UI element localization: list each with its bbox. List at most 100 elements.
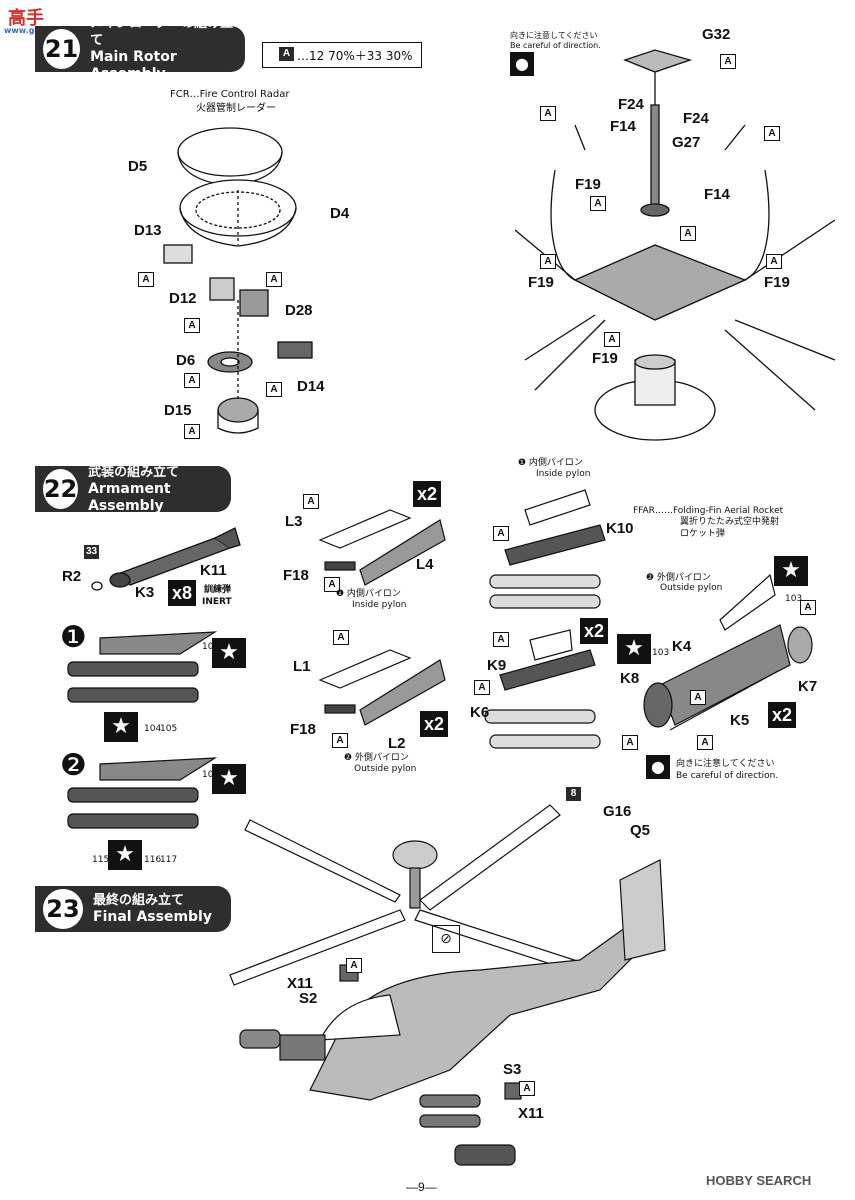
paint-tag-a: A: [519, 1081, 535, 1096]
ffar-note-jp1: 翼折りたたみ式空中発射: [680, 517, 780, 527]
part-g27: G27: [672, 134, 701, 151]
paint-tag-a: A: [266, 382, 282, 397]
part-x11-bottom: X11: [518, 1105, 544, 1122]
part-k10: K10: [606, 520, 634, 537]
paint-tag-a: A: [493, 632, 509, 647]
paint-tag-a: A: [474, 680, 490, 695]
part-d4: D4: [330, 205, 350, 222]
direction-note-en-pod: Be careful of direction.: [676, 771, 779, 781]
ffar-note-jp2: ロケット弾: [680, 529, 726, 539]
decal-103-a: 103: [785, 594, 803, 604]
paint-tag-a: A: [590, 196, 606, 211]
part-f24-right: F24: [683, 110, 709, 127]
step-21-number: 21: [41, 27, 83, 71]
part-r2: R2: [62, 568, 82, 585]
multiplier-x2: x2: [768, 702, 797, 728]
color-tag-a: A: [279, 47, 294, 61]
step-21-title-jp: メインローターの組み立て: [90, 16, 234, 48]
inside-pylon-en: Inside pylon: [352, 600, 407, 610]
outside-pylon-jp: ❷ 外側パイロン: [344, 753, 409, 763]
paint-tag-a: A: [184, 373, 200, 388]
part-d12: D12: [169, 290, 197, 307]
fcr-note-jp: 火器管制レーダー: [196, 103, 276, 114]
decal-117: 117: [160, 855, 178, 865]
inert-count: x8: [168, 580, 197, 606]
step-23-header: 23 最終の組み立て Final Assembly: [35, 886, 231, 932]
part-g32: G32: [702, 26, 731, 43]
paint-tag-a: A: [184, 424, 200, 439]
inside-pylon-jp: ❶ 内側パイロン: [336, 589, 401, 599]
part-k5: K5: [730, 712, 750, 729]
paint-tag-a: A: [493, 526, 509, 541]
missile-drawing: [91, 527, 241, 591]
step-22-number: 22: [41, 467, 81, 511]
caution-icon: ●: [646, 755, 670, 779]
no-glue-icon: ⊘: [432, 925, 460, 953]
paint-tag-a: A: [766, 254, 782, 269]
step-21-title-en: Main Rotor Assembly: [90, 49, 177, 82]
multiplier-x2: x2: [413, 481, 442, 507]
inert-en: INERT: [202, 597, 232, 607]
hellfire-assembly-drawing: [484, 489, 606, 749]
step-23-title-jp: 最終の組み立て: [93, 893, 185, 908]
part-d15: D15: [164, 402, 192, 419]
paint-tag-a: A: [604, 332, 620, 347]
paint-tag-a: A: [622, 735, 638, 750]
helicopter-drawing: [229, 804, 666, 1166]
part-q5: Q5: [630, 822, 651, 839]
paint-tag-a: A: [764, 126, 780, 141]
star-icon: ★: [212, 764, 246, 794]
part-d6: D6: [176, 352, 196, 369]
color-mix-box: A …12 70%＋33 30%: [262, 42, 422, 68]
part-l3: L3: [285, 513, 303, 530]
decal-103-b: 103: [652, 648, 670, 658]
decal-116: 116: [144, 855, 162, 865]
part-s3: S3: [503, 1061, 522, 1078]
variant-1-marker: ❶: [60, 620, 87, 655]
part-k4: K4: [672, 638, 692, 655]
hellfire-rack-1-drawing: [67, 631, 218, 703]
part-g16: G16: [603, 803, 632, 820]
step-22-header: 22 武装の組み立て Armament Assembly: [35, 465, 231, 514]
part-f18-2: F18: [290, 721, 316, 738]
paint-tag-a: A: [690, 690, 706, 705]
multiplier-x2: x2: [580, 618, 609, 644]
inside-pylon-jp-2: ❶ 内側パイロン: [518, 458, 583, 468]
part-k6: K6: [470, 704, 490, 721]
paint-tag-33: 33: [84, 545, 99, 559]
paint-tag-a: A: [540, 254, 556, 269]
part-f19-4: F19: [592, 350, 618, 367]
step-23-title-en: Final Assembly: [93, 909, 212, 925]
part-x11-top: X11: [287, 975, 313, 992]
hellfire-rack-2-drawing: [67, 757, 218, 829]
part-l2: L2: [388, 735, 406, 752]
hobby-search-logo: HOBBY SEARCH: [706, 1173, 812, 1188]
paint-tag-a: A: [184, 318, 200, 333]
paint-tag-a: A: [720, 54, 736, 69]
part-k11: K11: [200, 562, 227, 579]
paint-tag-a: A: [332, 733, 348, 748]
part-s2: S2: [299, 990, 318, 1007]
paint-tag-a: A: [697, 735, 713, 750]
decal-102: 102: [202, 642, 220, 652]
fcr-note-en: FCR…Fire Control Radar: [170, 89, 290, 100]
direction-note-jp-top: 向きに注意してください: [510, 31, 598, 40]
inside-pylon-en-2: Inside pylon: [536, 469, 591, 479]
paint-tag-a: A: [346, 958, 362, 973]
part-d14: D14: [297, 378, 325, 395]
part-f19-2: F19: [528, 274, 554, 291]
paint-tag-a: A: [800, 600, 816, 615]
part-d28: D28: [285, 302, 313, 319]
decal-115: 115: [92, 855, 110, 865]
paint-tag-a: A: [266, 272, 282, 287]
part-k9: K9: [487, 657, 507, 674]
direction-note-jp-pod: 向きに注意してください: [676, 759, 775, 769]
part-d13: D13: [134, 222, 162, 239]
direction-note-en-top: Be careful of direction.: [510, 41, 601, 50]
step-22-title-en: Armament Assembly: [88, 480, 171, 514]
part-k3: K3: [135, 584, 155, 601]
outside-pylon-drawing: [318, 649, 446, 726]
decal-102-b: 102: [202, 770, 220, 780]
decal-105: 105: [160, 724, 178, 734]
paint-tag-a: A: [138, 272, 154, 287]
